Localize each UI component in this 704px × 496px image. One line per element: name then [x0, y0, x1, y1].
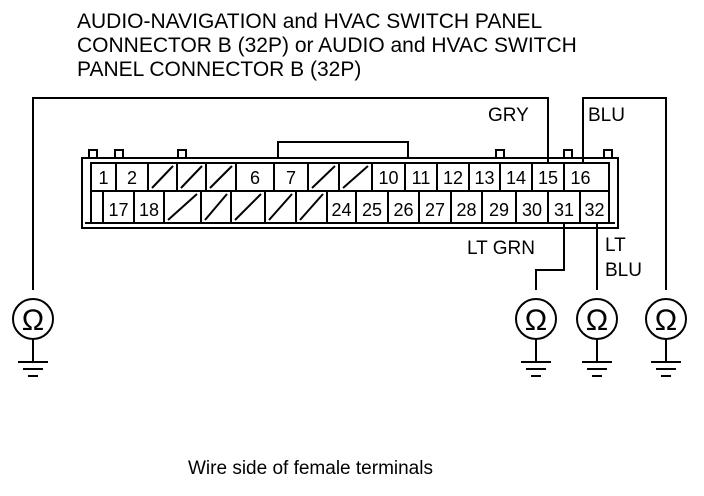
pin-number: 26: [393, 200, 413, 220]
wire-gry: [32, 97, 549, 290]
pin-number: 29: [489, 200, 509, 220]
bottom-row-cell: [163, 191, 198, 223]
wire-blu: [582, 97, 667, 290]
bottom-row-cell: [200, 191, 228, 223]
top-row-cell: [147, 163, 174, 191]
bottom-row-cell: 32: [579, 191, 605, 223]
bottom-row-cell: [230, 191, 262, 223]
pin-number: 27: [425, 200, 445, 220]
top-row-cell: [338, 163, 369, 191]
bottom-row-cell: 27: [418, 191, 445, 223]
pin-number: 31: [554, 200, 574, 220]
bottom-row-cell: [295, 191, 324, 223]
empty-cavity-slash: [342, 165, 369, 189]
pin-number: 16: [570, 168, 590, 188]
empty-cavity-slash: [234, 193, 262, 221]
top-row-cell: [176, 163, 203, 191]
ground-icon: [582, 339, 612, 377]
empty-cavity-slash: [167, 193, 198, 221]
ground-icon: [18, 339, 48, 377]
caption: Wire side of female terminals: [188, 458, 433, 479]
label-lt-blu-line1: LT: [605, 235, 626, 256]
ground-icon: [651, 339, 681, 377]
top-row-cell: 7: [273, 163, 296, 191]
pin-number: 17: [108, 200, 128, 220]
pin-number: 14: [506, 168, 526, 188]
pin-number: 13: [474, 168, 494, 188]
bottom-row-cell: 18: [133, 191, 159, 223]
top-row-cell: 2: [115, 163, 137, 191]
top-row-cell: [307, 163, 336, 191]
ohmmeter: Ω: [576, 298, 618, 377]
pin-number: 11: [412, 168, 431, 188]
wires: [32, 97, 667, 290]
ohm-icon: Ω: [22, 304, 44, 337]
top-row-cell: 6: [235, 163, 260, 191]
bottom-row-cell: 24: [326, 191, 352, 223]
top-row-cell: 10: [371, 163, 399, 191]
title-line-2: CONNECTOR B (32P) or AUDIO and HVAC SWIT…: [77, 34, 577, 57]
label-blu: BLU: [588, 105, 625, 126]
bottom-row-cell: [264, 191, 293, 223]
ohmmeter: Ω: [12, 298, 54, 377]
empty-cavity-slash: [204, 193, 228, 221]
title-line-1: AUDIO-NAVIGATION and HVAC SWITCH PANEL: [77, 10, 542, 33]
pin-number: 15: [538, 168, 558, 188]
pin-number: 10: [378, 168, 398, 188]
pin-number: 7: [286, 168, 296, 188]
ohmmeter: Ω: [515, 298, 557, 377]
ground-icon: [521, 339, 551, 377]
connector-bottom-row: 17 18 24 25 26 27 28 29 30 31 32: [102, 191, 605, 223]
label-lt-grn: LT GRN: [467, 238, 535, 259]
pin-number: 28: [456, 200, 476, 220]
bottom-row-cell: 26: [387, 191, 414, 223]
top-row-cell: 11: [404, 163, 431, 191]
empty-cavity-slash: [311, 165, 336, 189]
label-lt-blu-line2: BLU: [605, 260, 642, 281]
pin-number: 24: [331, 200, 351, 220]
lock-tab: [277, 141, 409, 160]
bottom-row-cell: 29: [481, 191, 509, 223]
pin-number: 25: [362, 200, 382, 220]
ohm-icon: Ω: [586, 304, 608, 337]
pin-number: 6: [250, 168, 260, 188]
pin-number: 12: [443, 168, 463, 188]
empty-cavity-slash: [299, 193, 324, 221]
bottom-row-cell: 28: [450, 191, 477, 223]
pin-number: 2: [127, 168, 137, 188]
top-row-cell: 1: [98, 168, 108, 188]
empty-cavity-slash: [151, 165, 174, 189]
connector-face: [90, 162, 610, 224]
top-row-cell: 13: [468, 163, 495, 191]
bottom-row-cell: 31: [547, 191, 574, 223]
title-line-3: PANEL CONNECTOR B (32P): [77, 58, 361, 81]
bottom-row-cell: 17: [102, 191, 129, 223]
empty-cavity-slash: [268, 193, 293, 221]
ohm-icon: Ω: [655, 304, 677, 337]
pin-number: 1: [98, 168, 108, 188]
empty-cavity-slash: [209, 165, 233, 189]
bottom-row-cell: 25: [355, 191, 382, 223]
top-row-cell: 16: [563, 163, 591, 191]
wire-lt-grn: [535, 223, 565, 290]
empty-cavity-slash: [180, 165, 203, 189]
top-row-cell: 14: [499, 163, 526, 191]
label-gry: GRY: [488, 105, 529, 126]
bottom-row-cell: 30: [515, 191, 542, 223]
pin-number: 32: [584, 200, 604, 220]
top-row-cell: 12: [436, 163, 463, 191]
top-row-cell: 15: [531, 163, 558, 191]
ohm-icon: Ω: [525, 304, 547, 337]
ohmmeter: Ω: [645, 298, 687, 377]
pin-number: 18: [139, 200, 159, 220]
top-row-cell: [205, 163, 233, 191]
pin-number: 30: [522, 200, 542, 220]
